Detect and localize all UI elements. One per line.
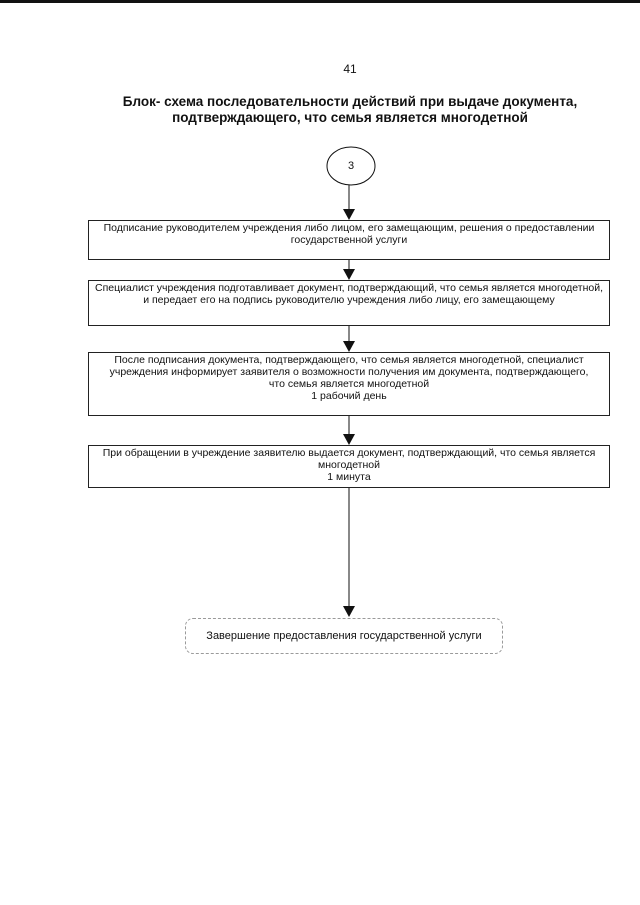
step-4-line-2: многодетной	[318, 459, 380, 471]
end-terminator: Завершение предоставления государственно…	[185, 618, 503, 654]
step-3-box: После подписания документа, подтверждающ…	[88, 352, 610, 416]
arrowhead-step-2	[343, 269, 355, 280]
page-number: 41	[343, 62, 357, 76]
step-2-line-1: Специалист учреждения подготавливает док…	[95, 282, 604, 294]
arrowhead-step-1	[343, 209, 355, 220]
step-1-line-2: государственной услуги	[290, 234, 408, 246]
page-title: Блок- схема последовательности действий …	[90, 94, 610, 126]
step-4-box: При обращении в учреждение заявителю выд…	[88, 445, 610, 488]
step-3-line-3: что семья является многодетной	[268, 378, 430, 390]
step-4-line-1: При обращении в учреждение заявителю выд…	[102, 447, 596, 459]
step-3-line-1: После подписания документа, подтверждающ…	[114, 354, 584, 366]
top-border	[0, 0, 640, 3]
step-2-box: Специалист учреждения подготавливает док…	[88, 280, 610, 326]
step-4-duration: 1 минута	[327, 471, 371, 483]
step-2-line-2: и передает его на подпись руководителю у…	[143, 294, 555, 306]
step-3-duration: 1 рабочий день	[311, 390, 387, 402]
arrowhead-end	[343, 606, 355, 617]
arrowhead-step-4	[343, 434, 355, 445]
title-line-1: Блок- схема последовательности действий …	[122, 94, 578, 109]
step-3-line-2: учреждения информирует заявителя о возмо…	[109, 366, 589, 378]
connector-label: 3	[347, 160, 355, 172]
arrowhead-step-3	[343, 341, 355, 352]
title-line-2: подтверждающего, что семья является мног…	[172, 110, 528, 125]
connector-circle	[326, 146, 376, 186]
step-1-box: Подписание руководителем учреждения либо…	[88, 220, 610, 260]
step-1-line-1: Подписание руководителем учреждения либо…	[103, 222, 595, 234]
